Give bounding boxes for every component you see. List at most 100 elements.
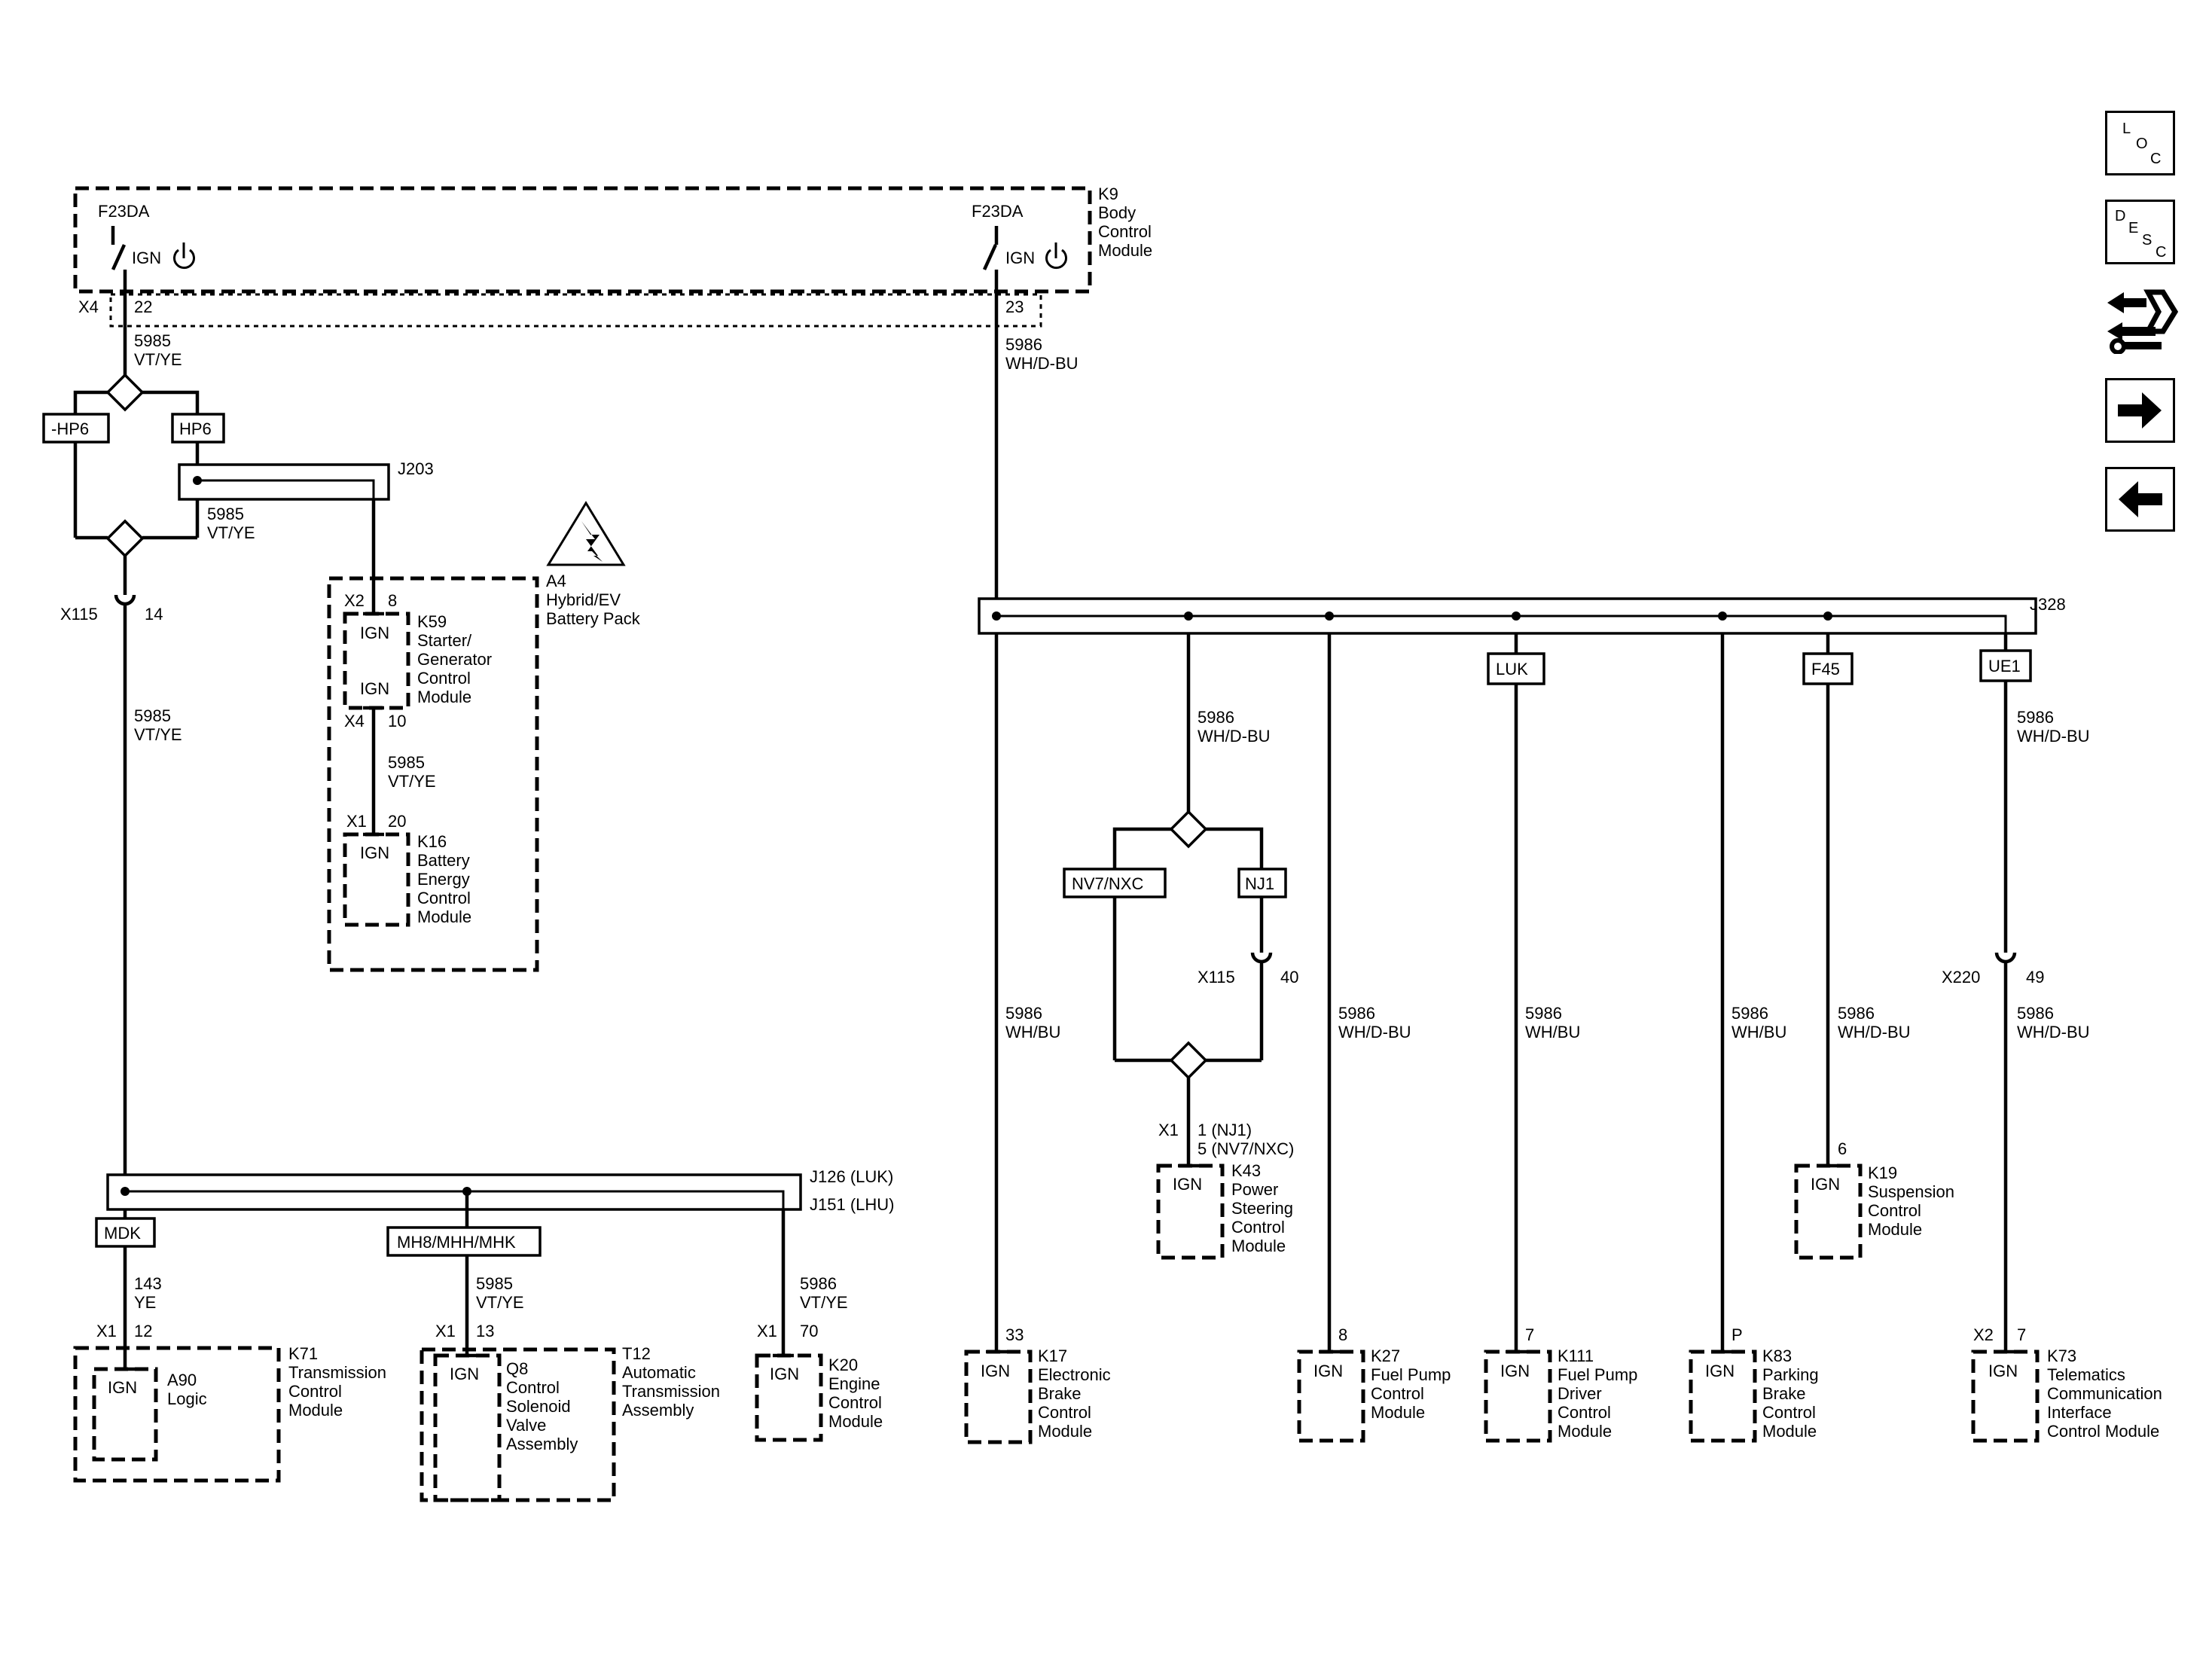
fuse-label-right: F23DA [972, 202, 1024, 221]
x1-pin-12: 12 [134, 1322, 152, 1340]
loc-button[interactable]: L O C [2105, 111, 2175, 175]
k59-line-4: Module [417, 688, 471, 706]
k71-line-3: Module [288, 1401, 343, 1420]
k111-line-2: Driver [1558, 1384, 1602, 1403]
x1-pin-13: 13 [476, 1322, 494, 1340]
ign-switch-left [111, 244, 127, 270]
color-wh-dbu-c: WH/D-BU [1338, 1023, 1411, 1041]
ign-switch-right [982, 244, 998, 270]
x1-label-k16: X1 [346, 812, 367, 831]
k16-module-outline [343, 832, 410, 927]
x4-pin-22: 22 [134, 297, 152, 316]
k59-id: K59 [417, 612, 447, 631]
k59-line-1: Starter/ [417, 631, 472, 650]
loc-letter-c: C [2150, 151, 2162, 167]
a4-module-outline [327, 576, 539, 972]
k43-ign: IGN [1173, 1175, 1202, 1194]
k16-id: K16 [417, 832, 447, 851]
k59-ign-bottom: IGN [360, 679, 389, 698]
k83-module-outline [1689, 1350, 1757, 1443]
k17-ign: IGN [981, 1362, 1010, 1380]
k9-line-1: Body [1098, 203, 1136, 222]
k111-ign: IGN [1500, 1362, 1530, 1380]
a4-line-1: Hybrid/EV [546, 590, 621, 609]
k71-line-2: Control [288, 1382, 342, 1401]
circuit-5985-e: 5985 [476, 1274, 513, 1293]
k59-ign-top: IGN [360, 624, 389, 642]
k20-line-2: Control [828, 1393, 882, 1412]
diagnostic-tool-icon[interactable] [2101, 286, 2179, 355]
k9-line-2: Control [1098, 222, 1152, 241]
k43-line-3: Control [1231, 1218, 1285, 1237]
circuit-5986-c: 5986 [1005, 1004, 1042, 1023]
k20-id: K20 [828, 1356, 858, 1374]
splice-dot [121, 1187, 130, 1196]
q8-module-outline [433, 1353, 502, 1502]
x115-label-b: X115 [1198, 968, 1235, 987]
q8-ign: IGN [450, 1365, 479, 1383]
k19-pin-6: 6 [1838, 1139, 1847, 1158]
k27-line-3: Module [1371, 1403, 1425, 1422]
color-wh-bu-c: WH/BU [1731, 1023, 1786, 1041]
k111-line-1: Fuel Pump [1558, 1365, 1637, 1384]
next-page-button[interactable] [2105, 378, 2175, 443]
high-voltage-warning-icon [546, 501, 626, 566]
option-luk-label: LUK [1496, 660, 1528, 679]
x1-pin-70: 70 [800, 1322, 818, 1340]
k20-line-1: Engine [828, 1374, 880, 1393]
k59-line-3: Control [417, 669, 471, 688]
k19-id: K19 [1868, 1163, 1897, 1182]
option-join [105, 519, 145, 558]
circuit-5986-b: 5986 [1005, 335, 1042, 354]
splice-dot [193, 476, 202, 485]
color-vt-ye-a: VT/YE [134, 350, 182, 369]
k16-line-2: Energy [417, 870, 470, 889]
k17-pin-33: 33 [1005, 1325, 1024, 1344]
k19-line-2: Control [1868, 1201, 1921, 1220]
q8-line-1: Control [506, 1378, 560, 1397]
q8-id: Q8 [506, 1359, 528, 1378]
circuit-143: 143 [134, 1274, 162, 1293]
k73-id: K73 [2047, 1346, 2076, 1365]
circuit-5986-d: 5986 [1198, 708, 1234, 727]
color-vt-ye-e: VT/YE [476, 1293, 524, 1312]
k83-line-4: Module [1762, 1422, 1817, 1441]
color-vt-ye-f: VT/YE [800, 1293, 848, 1312]
option-nv7-nxc [1063, 868, 1167, 898]
k17-line-2: Brake [1038, 1384, 1081, 1403]
x4-label-k59: X4 [344, 712, 365, 730]
k17-id: K17 [1038, 1346, 1067, 1365]
desc-letter-c: C [2156, 244, 2167, 261]
x4-connector-outline [109, 293, 1042, 328]
color-vt-ye-b: VT/YE [207, 523, 255, 542]
k43-id: K43 [1231, 1161, 1261, 1180]
k9-module-outline [73, 186, 1092, 294]
circuit-5985-a: 5985 [134, 331, 171, 350]
x1-label-k20: X1 [757, 1322, 777, 1340]
k43-module-outline [1156, 1163, 1225, 1260]
k17-module-outline [964, 1350, 1033, 1444]
k111-line-3: Control [1558, 1403, 1611, 1422]
previous-page-button[interactable] [2105, 467, 2175, 532]
splice-dot [1718, 611, 1727, 621]
j328-label: J328 [2030, 595, 2066, 614]
q8-line-4: Assembly [506, 1435, 578, 1453]
k73-module-outline [1971, 1350, 2040, 1443]
j203-splice-pack [178, 463, 390, 501]
color-vt-ye-c: VT/YE [134, 725, 182, 744]
k19-line-1: Suspension [1868, 1182, 1954, 1201]
option-mdk-label: MDK [104, 1224, 141, 1243]
t12-line-2: Transmission [622, 1382, 720, 1401]
circuit-5986-f: 5986 [1525, 1004, 1562, 1023]
x220-label: X220 [1942, 968, 1980, 987]
circuit-5986-i: 5986 [2017, 708, 2054, 727]
k43-line-4: Module [1231, 1237, 1286, 1255]
k27-id: K27 [1371, 1346, 1400, 1365]
a4-id: A4 [546, 572, 566, 590]
k27-pin-8: 8 [1338, 1325, 1347, 1344]
k111-pin-7: 7 [1525, 1325, 1534, 1344]
k83-id: K83 [1762, 1346, 1792, 1365]
desc-button[interactable]: D E S C [2105, 200, 2175, 264]
loc-letter-l: L [2122, 120, 2131, 137]
k20-module-outline [755, 1353, 823, 1442]
